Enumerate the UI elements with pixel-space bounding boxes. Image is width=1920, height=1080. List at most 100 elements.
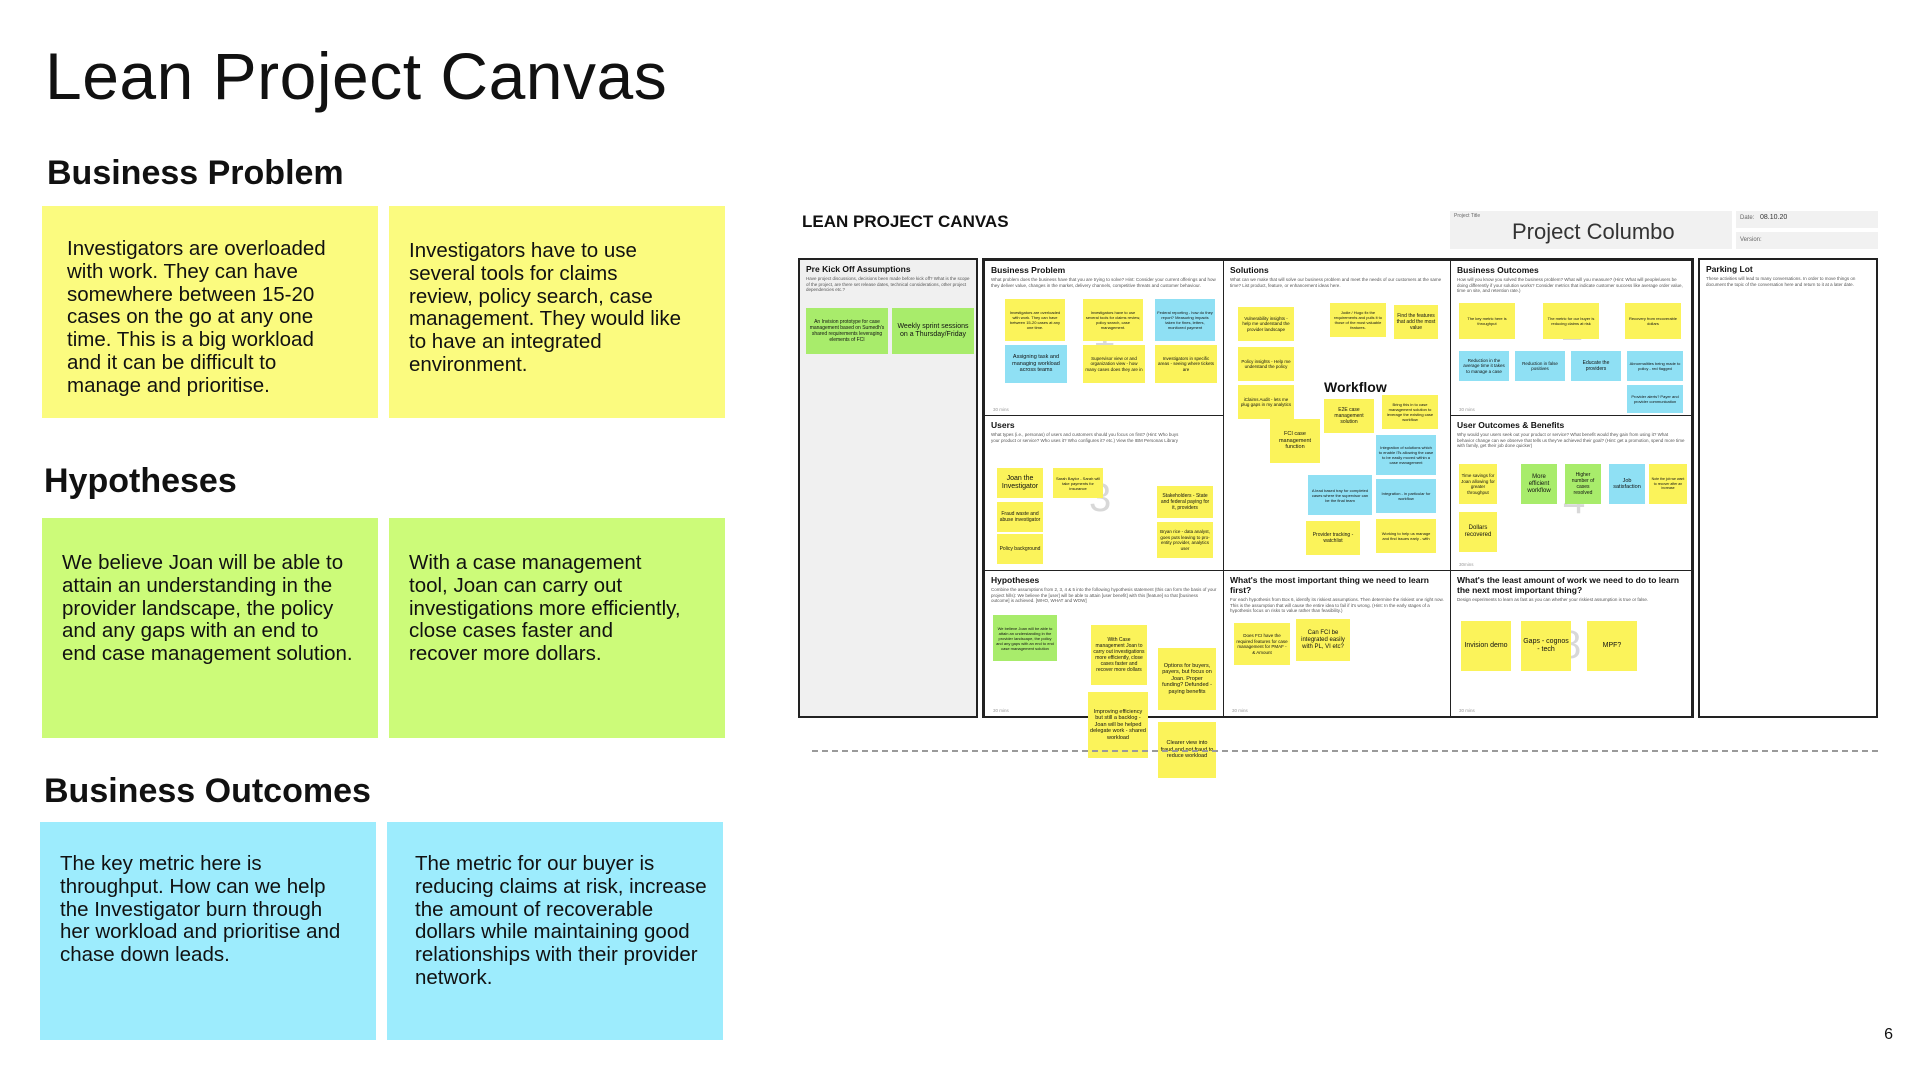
hypotheses-card-1: We believe Joan will be able to attain a… [42,518,378,738]
sticky-note: Vulnerability insights - help me underst… [1238,307,1294,341]
card-text: Investigators have to use several tools … [409,239,681,376]
sticky-note: Integration - in particular for workflow [1376,479,1436,513]
sticky-note: With Case management Joan to carry out i… [1091,625,1147,685]
cell-heading: What's the most important thing we need … [1230,575,1429,595]
project-title-label: Project Title [1454,213,1481,219]
sticky-note: Assigning task and managing workload acr… [1005,345,1067,383]
date-value: 08.10.20 [1760,214,1788,221]
sticky-note: Fraud waste and abuse investigator [997,502,1043,532]
sticky-note: Investigators are overloaded with work. … [1005,299,1065,341]
card-text: With a case management tool, Joan can ca… [409,551,681,666]
sticky-note: Find the features that add the most valu… [1394,305,1438,339]
sticky-note: An Invision prototype for case managemen… [806,308,888,354]
sticky-note: Supervisor view or and organization view… [1083,345,1145,383]
business-outcomes-card-1: The key metric here is throughput. How c… [40,822,376,1040]
cell-heading: Pre Kick Off Assumptions [806,264,911,274]
sticky-note: Provider alerts? Payer and provider comm… [1627,385,1683,413]
cell-heading: Users [991,420,1015,430]
cell-description: These activities will lead to many conve… [1706,276,1856,287]
hypotheses-card-2: With a case management tool, Joan can ca… [389,518,725,738]
canvas-title: LEAN PROJECT CANVAS [802,212,1009,231]
sticky-note: Educate the providers [1571,351,1621,381]
sticky-note: Policy background [997,534,1043,564]
sticky-note: Joan the Investigator [997,468,1043,498]
cell-description: How will you know you solved the busines… [1457,277,1683,293]
dashed-divider [812,750,1878,752]
canvas-cell-least-work: What's the least amount of work we need … [1450,570,1692,717]
sticky-note: iClaims Audit - lets me plug gaps in my … [1238,385,1294,419]
cell-description: Combine the assumptions from 2, 3, 4 & 5… [991,587,1217,603]
sticky-note: Provider tracking - watchlist [1306,521,1360,555]
project-title: Project Columbo [1512,219,1675,244]
sticky-note: A lead based tray for completed cases wh… [1308,475,1372,515]
cell-heading: Business Problem [991,265,1066,275]
parking-lot-column: Parking Lot These activities will lead t… [1698,258,1878,718]
canvas-cell-business-problem: Business Problem What problem does the b… [984,260,1224,416]
date-label: Date: [1740,215,1755,221]
sticky-note: Dollars recovered [1459,512,1497,552]
pre-kickoff-column: Pre Kick Off Assumptions Have project di… [798,258,978,718]
cell-description: For each hypothesis from Box 6, identify… [1230,597,1444,613]
cell-time: 30 mins [1459,407,1475,412]
sticky-note: We believe Joan will be able to attain a… [993,615,1057,661]
workflow-label: Workflow [1324,379,1387,395]
cell-time: 30 mins [1232,708,1248,713]
sticky-note: The key metric here is throughput [1459,303,1515,339]
canvas-cell-user-outcomes: User Outcomes & Benefits Why would your … [1450,415,1692,571]
business-problem-heading: Business Problem [47,154,344,192]
cell-heading: Solutions [1230,265,1269,275]
cell-time: 30mins [1459,562,1474,567]
hypotheses-heading: Hypotheses [44,462,237,500]
sticky-note: Jodie / Hugo fix the requirements and pu… [1330,303,1386,337]
canvas-cell-solutions: Solutions What can we make that will sol… [1223,260,1451,571]
sticky-note: E2E case management solution [1324,399,1374,433]
canvas-cell-users: Users What types (i.e., personas) of use… [984,415,1224,571]
cell-description: Why would your users seek out your produ… [1457,432,1685,448]
sticky-note: Policy insights - Help me understand the… [1238,347,1294,381]
page-number: 6 [1884,1026,1893,1043]
cell-time: 30 mins [993,407,1009,412]
sticky-note: Improving efficiency but still a backlog… [1088,692,1148,758]
sticky-note: The metric for our buyer is reducing cla… [1543,303,1599,339]
cell-heading: Business Outcomes [1457,265,1539,275]
cell-description: What can we make that will solve our bus… [1230,277,1442,288]
cell-heading: What's the least amount of work we need … [1457,575,1680,595]
business-outcomes-card-2: The metric for our buyer is reducing cla… [387,822,723,1040]
sticky-note: Bring this in to case management solutio… [1382,395,1438,429]
project-title-field: Project Title Project Columbo [1450,211,1732,249]
sticky-note: Reduction in false positives [1515,351,1565,381]
sticky-note: Investigators in specific areas - seeing… [1155,345,1217,383]
sticky-note: Job satisfaction [1609,464,1645,504]
sticky-note: Higher number of cases resolved [1565,464,1601,504]
sticky-note: More efficient workflow [1521,464,1557,504]
cell-time: 30 mins [1459,708,1475,713]
sticky-note: FCI case management function [1270,419,1320,463]
business-problem-card-2: Investigators have to use several tools … [389,206,725,418]
sticky-note: Time savings for Joan allowing for great… [1459,464,1497,504]
sticky-note: Note the job we want to recover after an… [1649,464,1687,504]
cell-time: 30 mins [993,708,1009,713]
sticky-note: Weekly sprint sessions on a Thursday/Fri… [892,308,974,354]
card-text: We believe Joan will be able to attain a… [62,551,353,666]
sticky-note: Abnormalities being made to policy - red… [1627,351,1683,381]
sticky-note: Federal reporting - how do they report? … [1155,299,1215,341]
version-label: Version: [1740,237,1762,243]
sticky-note: Options for buyers, payers, but focus on… [1158,648,1216,710]
canvas-cell-business-outcomes: Business Outcomes How will you know you … [1450,260,1692,416]
canvas-cell-learn-first: What's the most important thing we need … [1223,570,1451,717]
card-text: Investigators are overloaded with work. … [67,237,326,397]
sticky-note: Working to help us manage and find issue… [1376,519,1436,553]
cell-description: What types (i.e., personas) of users and… [991,432,1179,443]
version-field: Version: [1736,232,1878,249]
sticky-note: Can FCI be integrated easily with PL, VI… [1296,619,1350,661]
sticky-note: Sarah Baylor - Sarah will take payments … [1053,468,1103,498]
cell-description: Have project discussions, decisions been… [806,276,970,292]
page-title: Lean Project Canvas [45,39,668,113]
sticky-note: Bryan rice - data analyst, goes puts lea… [1157,522,1213,558]
cell-heading: Hypotheses [991,575,1040,585]
cell-heading: User Outcomes & Benefits [1457,420,1565,430]
sticky-note: Reduction in the average time it takes t… [1459,351,1509,381]
card-text: The metric for our buyer is reducing cla… [415,852,707,989]
sticky-note: Invision demo [1461,621,1511,671]
sticky-note: Does FCI have the required features for … [1234,623,1290,665]
